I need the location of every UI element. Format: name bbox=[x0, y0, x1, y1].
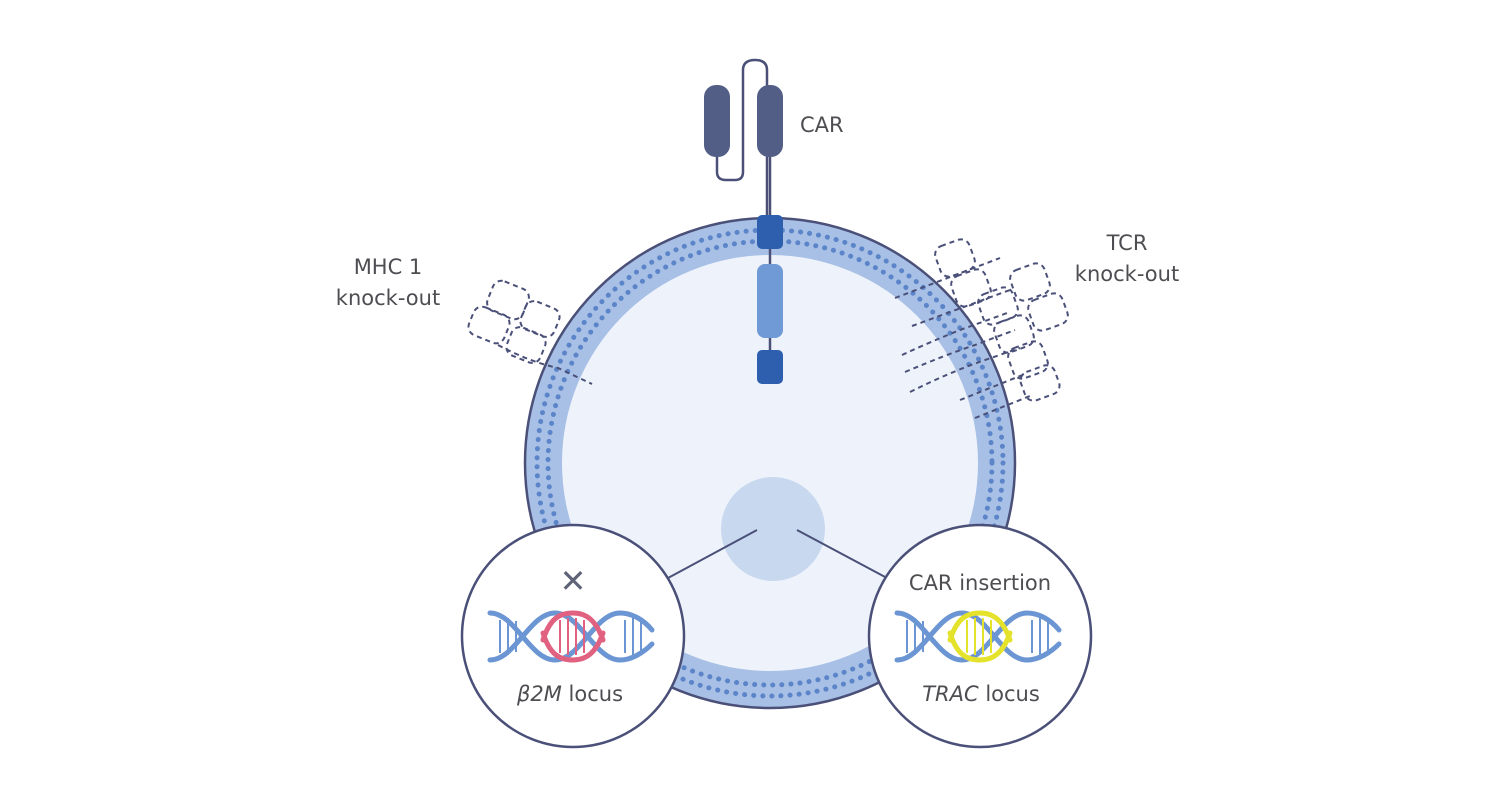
b2m-locus-label: β2M locus bbox=[516, 682, 623, 706]
mhc1-label-line1: MHC 1 bbox=[354, 255, 423, 279]
b2m-zoom-circle: ✕ β2M locus bbox=[460, 523, 686, 749]
tcr-label-line1: TCR bbox=[1106, 231, 1148, 255]
tcr-knockout-ghost bbox=[894, 238, 1069, 419]
connector-line-left bbox=[667, 529, 758, 579]
membrane-dots-outer bbox=[534, 227, 1006, 699]
connector-line-right bbox=[796, 529, 888, 579]
tcr-label-line2: knock-out bbox=[1075, 262, 1179, 286]
nucleus bbox=[721, 477, 825, 581]
trac-base-pairs bbox=[906, 618, 1049, 655]
car-receptor bbox=[704, 58, 783, 384]
trac-locus-label: TRAC locus bbox=[922, 682, 1040, 706]
car-scfv-heavy bbox=[757, 85, 783, 157]
car-scfv-light bbox=[704, 85, 730, 157]
mhc1-label-line2: knock-out bbox=[336, 286, 440, 310]
knockout-cross-icon: ✕ bbox=[560, 562, 587, 600]
trac-zoom-circle: CAR insertion TRAC locus bbox=[867, 523, 1093, 749]
car-transmembrane-domain bbox=[757, 215, 783, 249]
cell-cytoplasm bbox=[562, 255, 978, 671]
car-costimulatory-domain bbox=[757, 264, 783, 338]
car-linker bbox=[715, 58, 769, 225]
trac-dna-helix bbox=[894, 610, 1062, 663]
b2m-base-pairs bbox=[499, 618, 642, 655]
car-signaling-domain bbox=[757, 350, 783, 384]
car-insertion-label: CAR insertion bbox=[909, 571, 1051, 595]
b2m-dna-helix bbox=[487, 610, 655, 663]
mhc1-knockout-ghost bbox=[467, 279, 593, 385]
car-label: CAR bbox=[800, 113, 844, 137]
